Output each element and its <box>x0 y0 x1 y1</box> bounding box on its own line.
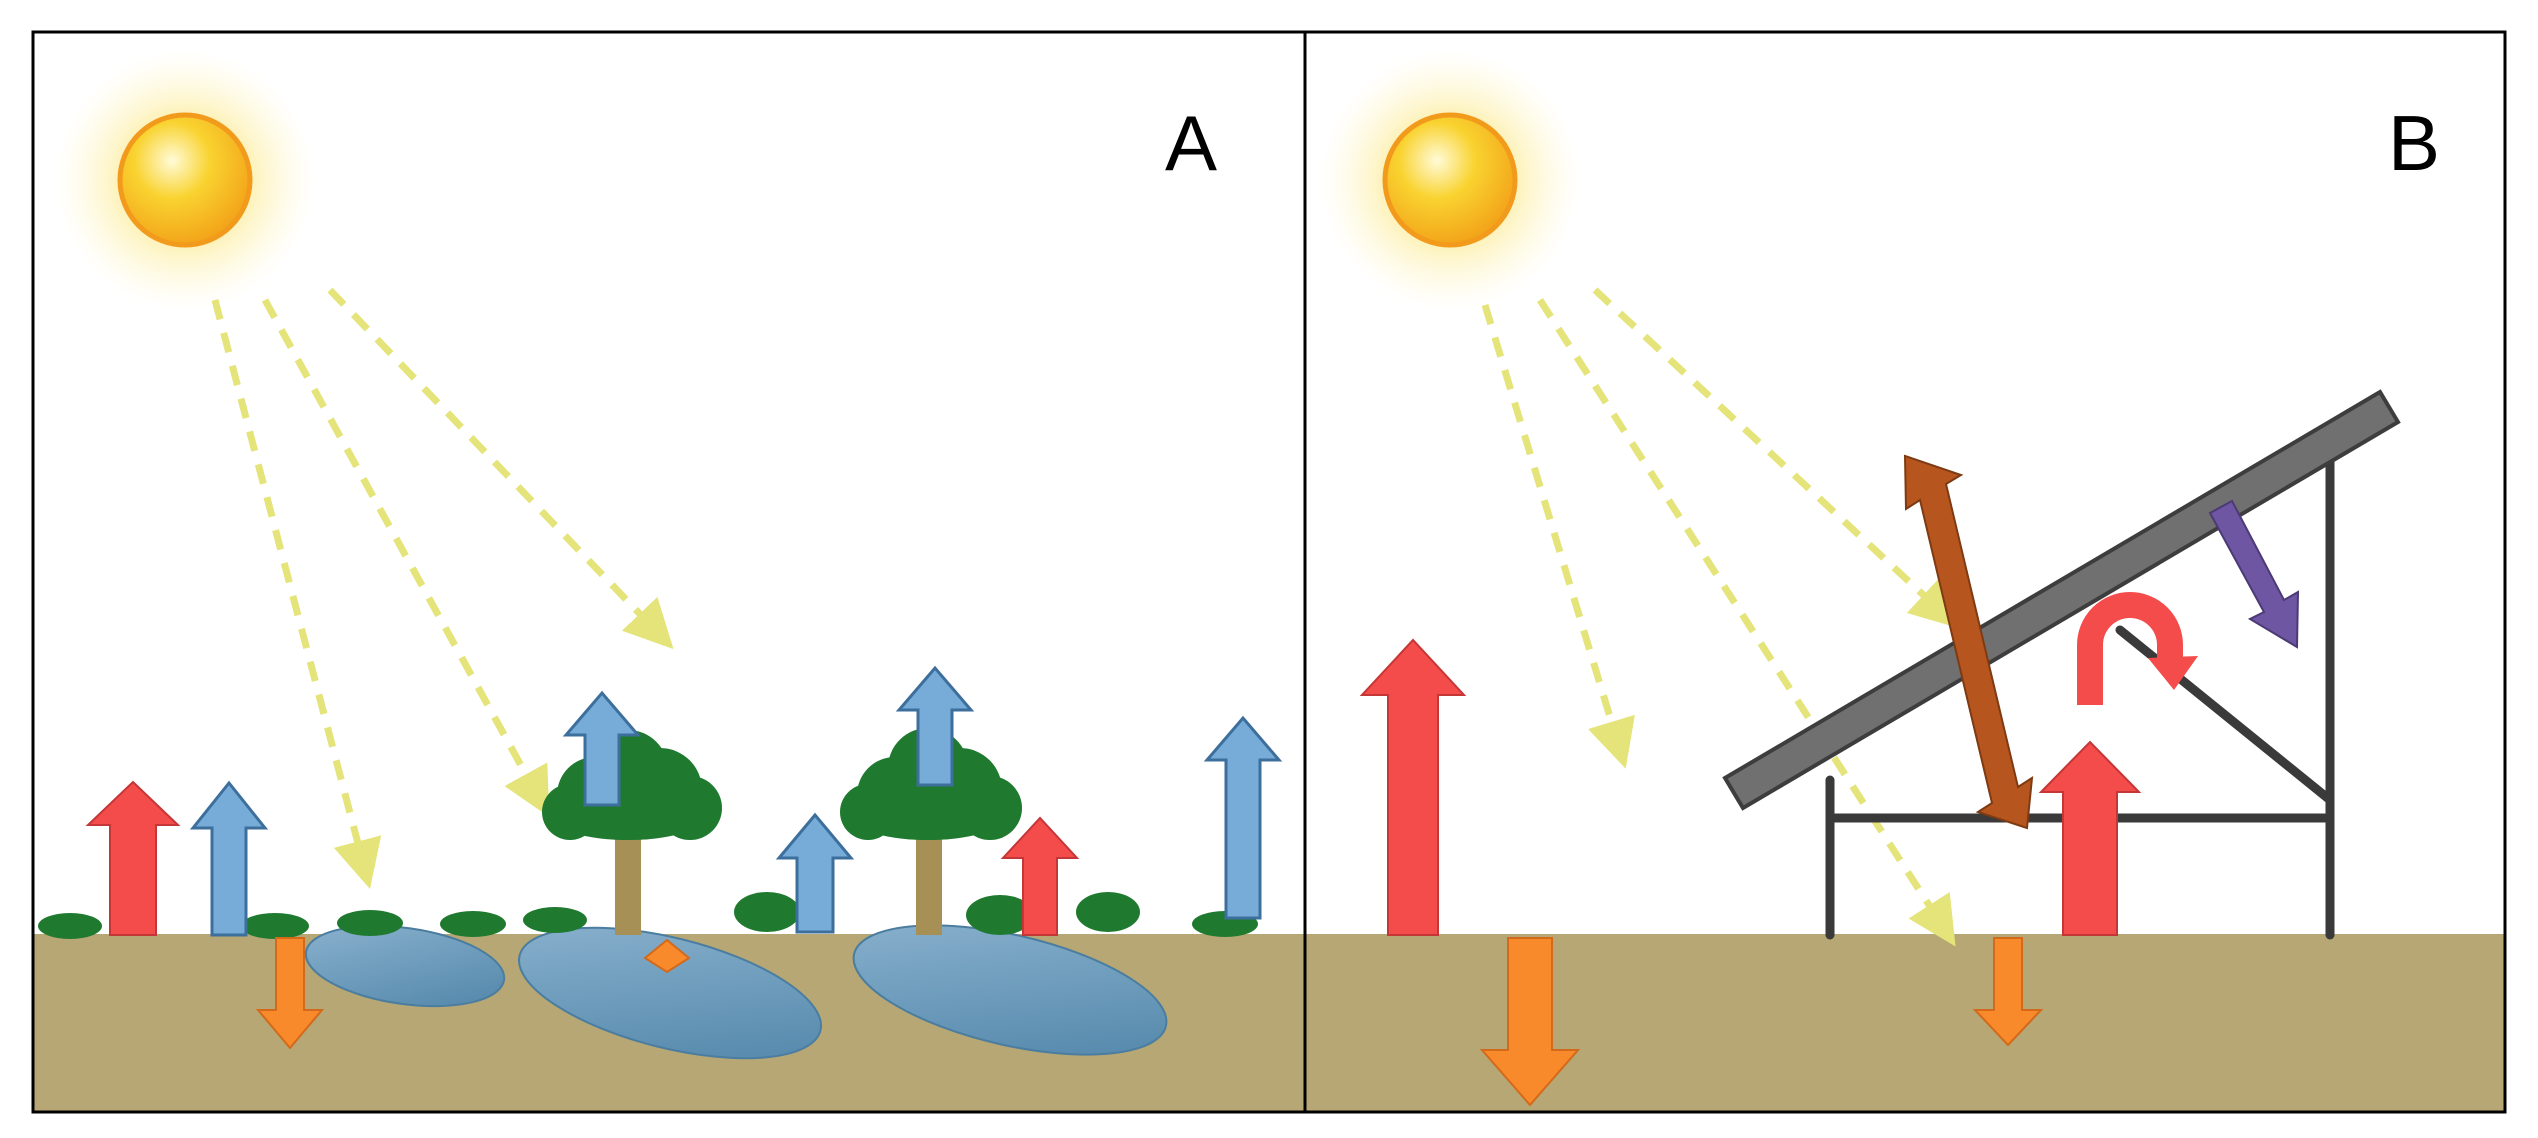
sunlight-ray <box>1481 303 1635 769</box>
arrow-icon <box>643 938 691 974</box>
arrow-icon <box>775 812 855 934</box>
arrow-icon <box>255 937 325 1050</box>
grass-tuft-icon <box>440 911 506 937</box>
soil-water-lens <box>518 926 822 1060</box>
arrow-icon <box>1972 937 2044 1047</box>
solar-panel-icon <box>1722 389 2401 811</box>
grass-tuft-icon <box>523 907 587 933</box>
soil-water-lens <box>852 924 1168 1056</box>
u-turn-arrow-head <box>2148 656 2198 690</box>
sun-icon <box>55 50 315 310</box>
arrow-icon <box>189 780 269 937</box>
grass-tuft-icon <box>38 913 102 939</box>
arrow-icon <box>1359 638 1467 936</box>
grass-tufts <box>38 892 1258 939</box>
grass-tuft-icon <box>734 892 800 932</box>
soil-water-lens <box>304 924 506 1008</box>
sunlight-ray <box>1592 287 1960 629</box>
ground-heat-arrows <box>255 937 691 1050</box>
sunlight-ray <box>211 299 382 889</box>
grass-tuft-icon <box>337 910 403 936</box>
panel-b: B <box>1305 32 2505 1112</box>
sensible-heat-arrows <box>85 780 1080 936</box>
arrow-icon <box>1479 937 1581 1107</box>
sunlight-rays <box>211 287 674 889</box>
panel-a-label: A <box>1165 99 1217 187</box>
arrow-icon <box>2208 499 2300 649</box>
sunlight-rays <box>1481 287 1960 947</box>
grass-tuft-icon <box>1076 892 1140 932</box>
grass-tuft-icon <box>966 895 1034 935</box>
panel-back-radiation-arrow <box>2208 499 2300 649</box>
evapotranspiration-arrows <box>189 665 1283 937</box>
sensible-heat-arrows <box>1359 638 2142 936</box>
longwave-radiation-arrow <box>1903 454 2034 830</box>
arrow-icon <box>562 690 642 807</box>
arrow-icon <box>895 665 975 787</box>
arrow-icon <box>1000 816 1080 936</box>
sunlight-ray <box>261 298 550 818</box>
soil-water-group <box>304 924 1168 1060</box>
panel-b-label: B <box>2388 99 2440 187</box>
sun-icon <box>1320 50 1580 310</box>
arrow-icon <box>1903 454 2034 830</box>
arrow-icon <box>1203 715 1283 920</box>
panel-borders <box>31 30 2507 1114</box>
arrow-icon <box>85 780 181 936</box>
arrow-icon <box>2038 740 2142 936</box>
ground-heat-arrows <box>1479 937 2044 1107</box>
grass-tuft-icon <box>241 913 309 939</box>
panel-b-ground <box>1305 934 2505 1112</box>
u-turn-arrow-icon <box>2077 592 2183 705</box>
sunlight-ray <box>1537 298 1956 947</box>
sunlight-ray <box>327 287 674 650</box>
panel-a: A <box>33 32 1305 1112</box>
